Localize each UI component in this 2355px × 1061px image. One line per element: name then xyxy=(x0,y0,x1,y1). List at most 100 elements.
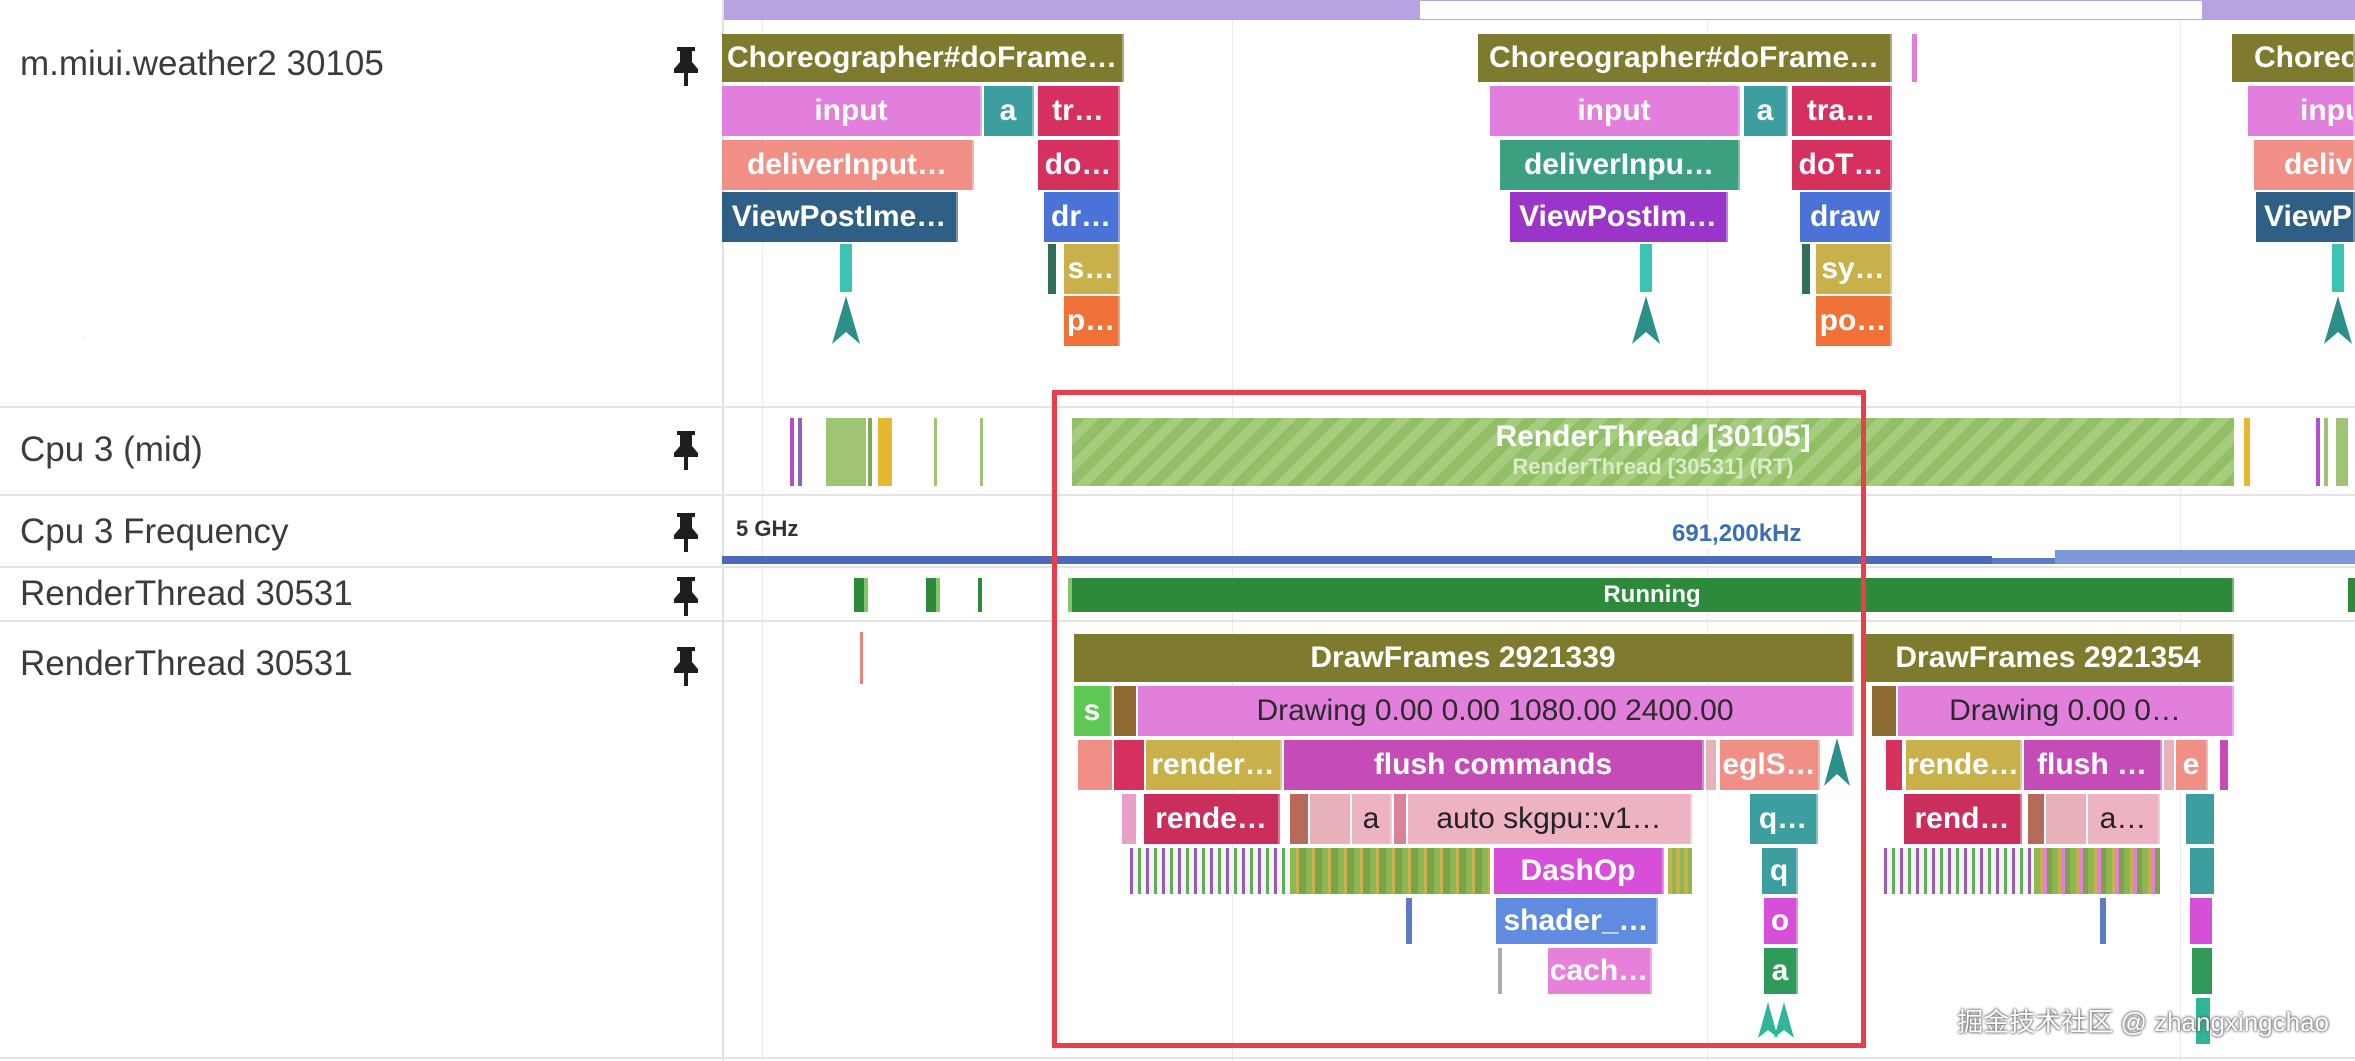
slice-do-traversal[interactable]: doT… xyxy=(1792,140,1892,190)
pin-icon[interactable] xyxy=(668,574,704,618)
slice-thin[interactable] xyxy=(1886,740,1902,790)
state-slice[interactable] xyxy=(1068,578,1072,612)
slice-dense-cluster[interactable] xyxy=(1130,848,1290,894)
slice-input[interactable]: input xyxy=(722,86,982,136)
slice-thin[interactable] xyxy=(1802,244,1810,294)
cpu-slice[interactable] xyxy=(2316,418,2320,486)
slice-dense-cluster[interactable] xyxy=(1884,848,2034,894)
pin-icon[interactable] xyxy=(668,644,704,688)
slice-rende[interactable]: rende… xyxy=(1144,794,1280,844)
slice-choreographer[interactable]: Choreo xyxy=(2232,34,2355,82)
slice-thin[interactable] xyxy=(2332,244,2344,292)
track-name-renderthread-state[interactable]: RenderThread 30531 xyxy=(20,574,353,613)
slice-thin[interactable] xyxy=(2220,740,2228,790)
slice-e[interactable]: e xyxy=(2176,740,2208,790)
timeline-marker-bar[interactable] xyxy=(2203,0,2355,20)
slice-viewpostime[interactable]: ViewPostIm… xyxy=(1510,192,1728,242)
slice-thin[interactable] xyxy=(1048,244,1056,294)
slice-thin[interactable] xyxy=(2186,794,2214,844)
slice-thin[interactable] xyxy=(2028,794,2044,844)
slice-dense-cluster[interactable] xyxy=(1668,848,1692,894)
cpu-slice[interactable] xyxy=(2336,418,2348,486)
slice-choreographer[interactable]: Choreographer#doFrame… xyxy=(722,34,1124,82)
slice-shader[interactable]: shader_… xyxy=(1496,898,1658,944)
slice-thin[interactable] xyxy=(1114,686,1136,736)
pin-icon[interactable] xyxy=(668,428,704,472)
slice-thin[interactable] xyxy=(1310,794,1350,844)
slice-traversal[interactable]: tr… xyxy=(1038,86,1120,136)
flow-arrow-icon[interactable] xyxy=(830,294,862,348)
freq-bar[interactable] xyxy=(722,556,1992,564)
slice-sync[interactable]: sy… xyxy=(1816,244,1892,294)
cpu-slice[interactable] xyxy=(798,418,802,486)
slice-post[interactable]: po… xyxy=(1816,296,1892,346)
cpu-slice[interactable] xyxy=(2324,418,2328,486)
slice-choreographer[interactable]: Choreographer#doFrame… xyxy=(1478,34,1892,82)
slice-dense-cluster[interactable] xyxy=(1290,848,1490,894)
cpu-slice[interactable] xyxy=(868,418,872,486)
cpu-slice[interactable] xyxy=(878,418,892,486)
slice-thin[interactable] xyxy=(1640,244,1652,292)
slice-thin[interactable] xyxy=(1498,948,1502,994)
flow-arrow-icon[interactable] xyxy=(1822,736,1852,790)
state-slice[interactable] xyxy=(854,578,864,612)
state-slice[interactable] xyxy=(978,578,982,612)
flow-arrow-icon[interactable] xyxy=(1630,294,1662,348)
slice-thin[interactable] xyxy=(2046,794,2086,844)
slice-thin[interactable] xyxy=(1290,794,1308,844)
slice-thin[interactable] xyxy=(1912,34,1917,82)
slice-thin[interactable] xyxy=(2196,998,2210,1044)
slice-a[interactable]: a… xyxy=(2088,794,2160,844)
cpu-slice[interactable] xyxy=(826,418,866,486)
slice-viewpostime[interactable]: ViewPo xyxy=(2256,192,2355,242)
slice-flush-commands[interactable]: flush commands xyxy=(1284,740,1704,790)
timeline-marker-bar[interactable] xyxy=(1419,0,2203,20)
pin-icon[interactable] xyxy=(668,44,704,88)
slice-render[interactable]: render… xyxy=(1146,740,1282,790)
freq-bar[interactable] xyxy=(2055,550,2355,564)
cpu-slice[interactable] xyxy=(934,418,937,486)
slice-drawframes[interactable]: DrawFrames 2921354 xyxy=(1864,634,2234,682)
slice-a2[interactable]: a xyxy=(1764,948,1798,994)
state-slice[interactable] xyxy=(926,578,936,612)
slice-render[interactable]: rende… xyxy=(1906,740,2022,790)
slice-viewpostime[interactable]: ViewPostIme… xyxy=(722,192,958,242)
track-name-renderthread-slices[interactable]: RenderThread 30531 xyxy=(20,644,353,683)
slice-deliver-input[interactable]: delive xyxy=(2254,140,2355,190)
track-name-cpu-frequency[interactable]: Cpu 3 Frequency xyxy=(20,512,289,551)
slice-thin[interactable] xyxy=(2190,898,2212,944)
state-slice[interactable] xyxy=(864,578,868,612)
slice-thin[interactable] xyxy=(860,632,863,684)
state-slice[interactable] xyxy=(936,578,940,612)
state-running[interactable]: Running xyxy=(1072,578,2234,612)
flow-arrow-icon[interactable] xyxy=(1756,1000,1796,1040)
slice-egl-swap[interactable]: eglS… xyxy=(1720,740,1820,790)
cpu-slice[interactable] xyxy=(790,418,794,486)
slice-input[interactable]: input xyxy=(1490,86,1740,136)
slice-thin[interactable] xyxy=(1078,740,1112,790)
slice-a[interactable]: a xyxy=(1352,794,1392,844)
timeline-marker-bar[interactable] xyxy=(722,0,1419,20)
slice-thin[interactable] xyxy=(2164,740,2174,790)
slice-s[interactable]: s xyxy=(1074,686,1112,736)
slice-flush-commands[interactable]: flush … xyxy=(2024,740,2162,790)
slice-thin[interactable] xyxy=(1122,794,1136,844)
slice-do-traversal[interactable]: do… xyxy=(1038,140,1120,190)
slice-post[interactable]: p… xyxy=(1064,296,1120,346)
slice-a[interactable]: a xyxy=(1744,86,1788,136)
track-name-process[interactable]: m.miui.weather2 30105 xyxy=(20,44,384,83)
slice-cache[interactable]: cach… xyxy=(1548,948,1652,994)
flow-arrow-icon[interactable] xyxy=(2322,294,2354,348)
slice-thin[interactable] xyxy=(2190,848,2214,894)
slice-dense-cluster[interactable] xyxy=(2034,848,2160,894)
cpu-slice-renderthread[interactable] xyxy=(1072,418,2234,486)
slice-draw[interactable]: draw xyxy=(1800,192,1892,242)
slice-a[interactable]: a xyxy=(984,86,1034,136)
slice-drawframes[interactable]: DrawFrames 2921339 xyxy=(1074,634,1854,682)
slice-o[interactable]: o xyxy=(1764,898,1798,944)
pin-icon[interactable] xyxy=(668,510,704,554)
slice-input[interactable]: inpu xyxy=(2248,86,2355,136)
slice-thin[interactable] xyxy=(2100,898,2106,944)
cpu-slice[interactable] xyxy=(2244,418,2250,486)
slice-deliver-input[interactable]: deliverInput… xyxy=(722,140,974,190)
